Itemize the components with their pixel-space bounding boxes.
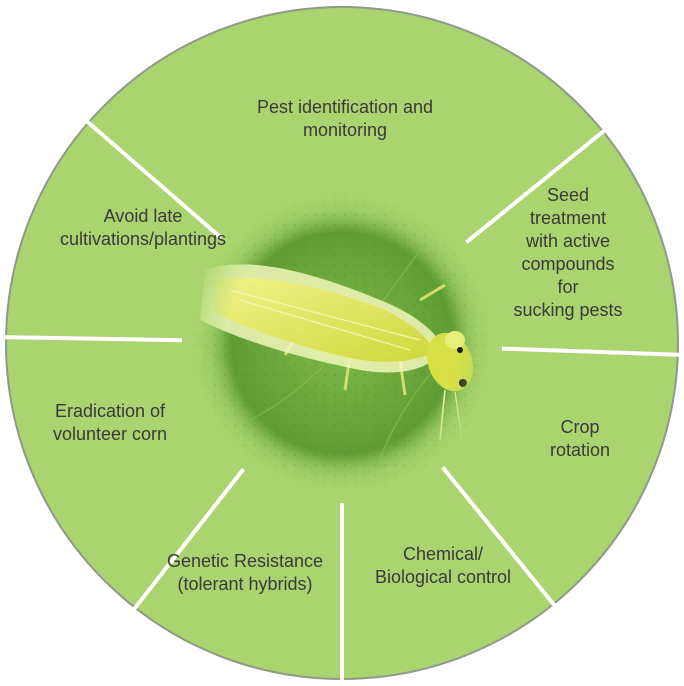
segment-label-genetic-resistance: Genetic Resistance (tolerant hybrids) [167,550,323,596]
segment-label-seed-treatment: Seed treatment with active compounds for… [510,184,626,322]
center-insect-image [182,183,502,503]
segment-label-avoid-late: Avoid late cultivations/plantings [60,205,226,251]
segment-label-pest-identification: Pest identification and monitoring [257,96,433,142]
segment-label-crop-rotation: Crop rotation [528,416,632,462]
segment-label-chemical-biological: Chemical/ Biological control [375,543,511,589]
segment-label-eradication-volunteer: Eradication of volunteer corn [53,400,167,446]
